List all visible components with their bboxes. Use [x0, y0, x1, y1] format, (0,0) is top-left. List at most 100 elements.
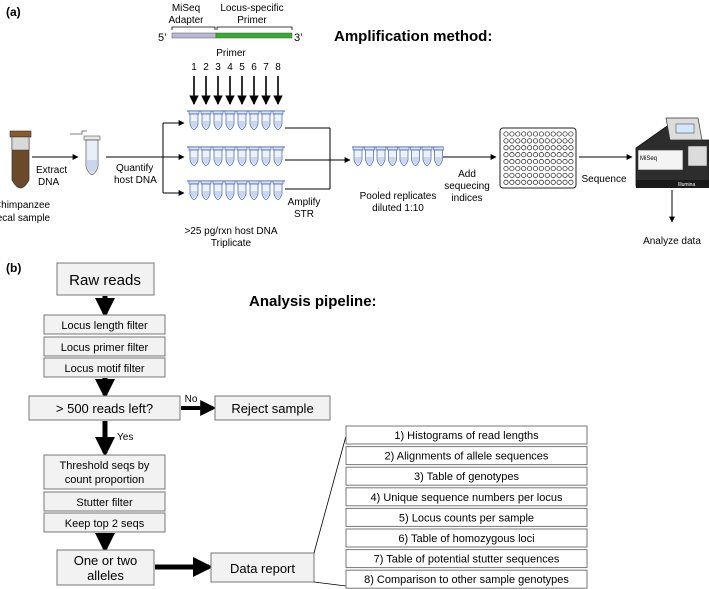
panel-b: (b) Analysis pipeline: Raw reads Locus l…	[6, 261, 588, 589]
well	[556, 179, 562, 185]
well	[503, 179, 509, 185]
well	[521, 165, 527, 172]
filter-label-primer: Locus primer filter	[61, 342, 149, 354]
five-prime-label: 5’	[158, 32, 167, 44]
pcr-tube	[200, 146, 212, 166]
well	[509, 159, 515, 165]
pooled-tube	[410, 146, 421, 166]
well	[550, 138, 556, 144]
adapter-segment	[171, 32, 217, 39]
raw-reads-box	[56, 262, 155, 296]
report-item-label: 8) Comparison to other sample genotypes	[364, 574, 569, 586]
well	[509, 165, 515, 172]
report-item-label: 5) Locus counts per sample	[399, 512, 534, 524]
stutter-box	[43, 491, 166, 512]
report-item-box	[345, 446, 588, 466]
well	[503, 131, 509, 137]
well	[515, 152, 521, 158]
well	[527, 145, 533, 151]
keep-label: Keep top 2 seqs	[65, 518, 145, 530]
well	[515, 179, 521, 185]
well	[515, 165, 521, 172]
threshold-line2: count proportion	[65, 474, 145, 486]
well	[556, 138, 562, 144]
panel-a-label: (a)	[6, 5, 21, 19]
well	[544, 138, 550, 144]
miseq-instrument	[635, 117, 709, 188]
well	[532, 131, 539, 137]
pooled-tube	[421, 146, 433, 166]
threshold-line1: Threshold seqs by	[60, 460, 150, 472]
pcr-tube	[272, 146, 284, 166]
primer-number: 7	[263, 62, 269, 73]
pcr-tube	[224, 146, 236, 166]
well	[556, 131, 562, 137]
pooled-tube-strip	[352, 146, 444, 166]
well	[556, 152, 562, 158]
report-item-box	[345, 549, 588, 569]
well	[515, 172, 521, 178]
well	[521, 172, 527, 178]
report-item-box	[345, 569, 588, 589]
primer-number: 6	[251, 62, 257, 73]
tube-strip-row	[187, 146, 285, 166]
well	[532, 179, 539, 185]
filter-box-length	[43, 314, 166, 335]
extract-label-line2: DNA	[38, 177, 59, 188]
well	[509, 179, 515, 185]
yes-label: Yes	[117, 432, 133, 443]
fecal-sample-tube	[9, 130, 32, 189]
well	[538, 179, 544, 185]
pcr-tube	[272, 180, 284, 200]
well	[556, 145, 562, 151]
well	[509, 131, 515, 137]
adapter-bracket	[171, 26, 216, 30]
well	[562, 172, 568, 178]
report-item-box	[345, 425, 588, 445]
miseq-brand-label: MiSeq	[640, 156, 657, 162]
pcr-tube	[248, 180, 260, 200]
well	[538, 159, 544, 165]
well	[568, 179, 574, 185]
well	[503, 152, 509, 158]
well	[562, 165, 568, 172]
well	[562, 152, 568, 158]
primer-number: 2	[203, 62, 209, 73]
well	[538, 145, 544, 151]
alleles-box	[56, 549, 155, 586]
tube-strips	[187, 110, 285, 200]
well	[532, 172, 539, 178]
pcr-tube	[248, 146, 260, 166]
sample-label-line1: Chimpanzee	[0, 200, 51, 211]
well	[562, 145, 568, 151]
well	[544, 145, 550, 151]
decision-label: > 500 reads left?	[56, 401, 153, 416]
adapter-label-line1: MiSeq	[172, 3, 200, 14]
well	[544, 172, 550, 178]
well	[550, 165, 556, 172]
well	[568, 152, 574, 158]
panel-b-title: Analysis pipeline:	[249, 293, 377, 310]
pcr-tube	[272, 110, 284, 130]
well	[532, 152, 539, 158]
pcr-tube	[224, 110, 236, 130]
pcr-tube	[260, 146, 272, 166]
sequence-label: Sequence	[581, 174, 626, 185]
well	[527, 152, 533, 158]
report-item-box	[345, 466, 588, 486]
panel-b-label: (b)	[6, 261, 21, 275]
report-item-box	[345, 507, 588, 527]
well	[556, 165, 562, 172]
well	[527, 138, 533, 144]
well	[527, 131, 533, 137]
amplify-label-line1: Amplify	[288, 197, 321, 208]
tube-strip-row	[187, 180, 285, 200]
primer-number: 4	[227, 62, 233, 73]
well	[527, 165, 533, 172]
well	[509, 138, 515, 144]
well	[544, 152, 550, 158]
pcr-tube	[260, 110, 272, 130]
pcr-tube	[224, 180, 236, 200]
